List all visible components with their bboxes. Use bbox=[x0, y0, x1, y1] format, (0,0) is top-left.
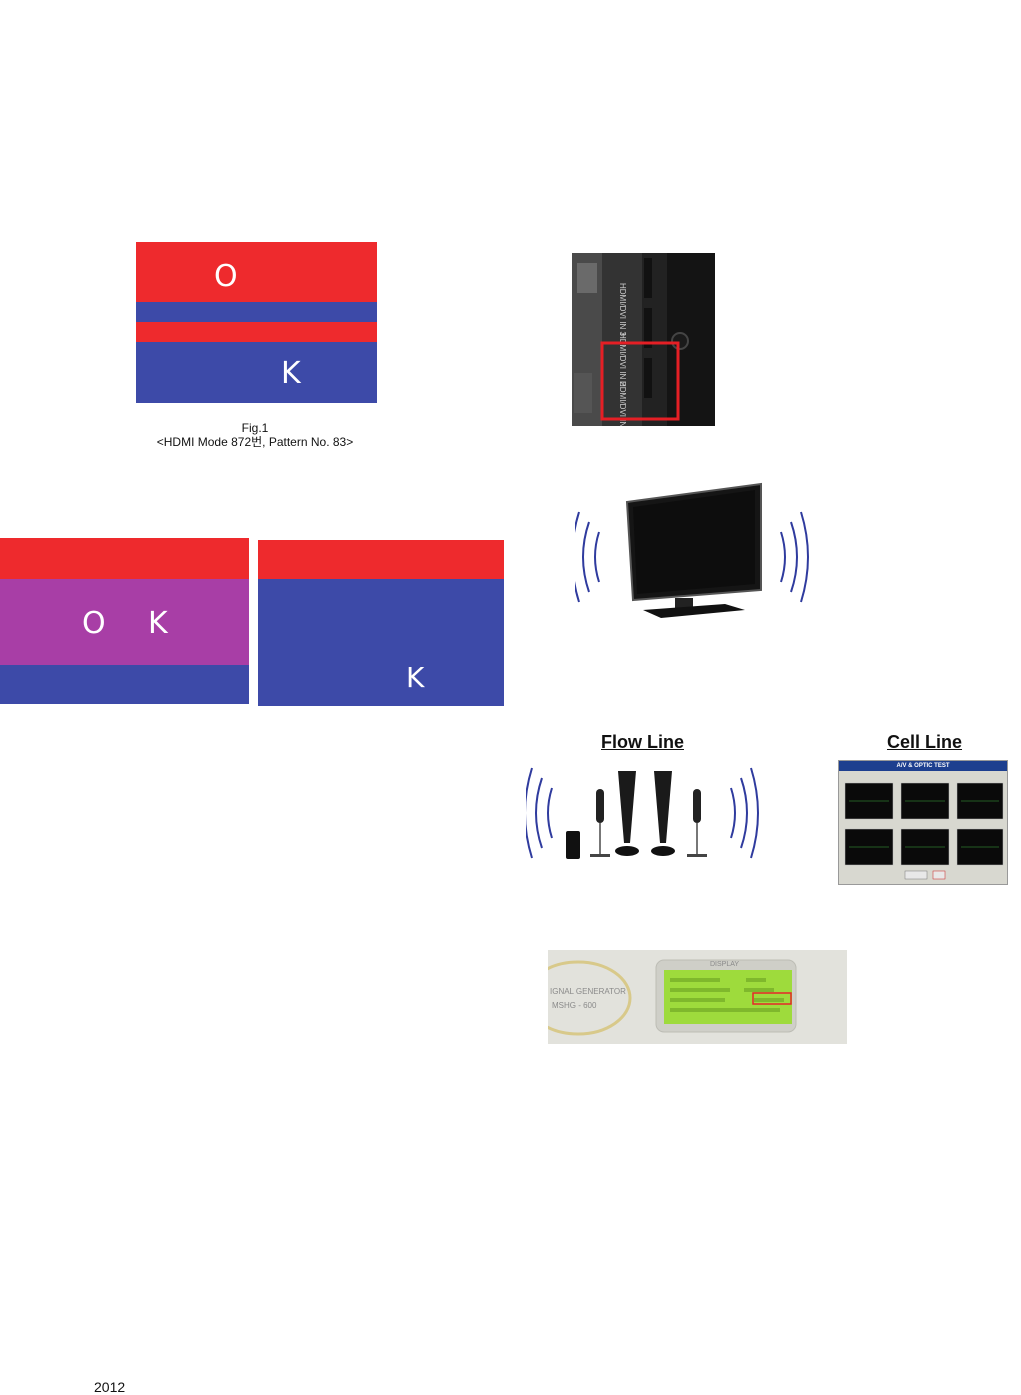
red-band-top bbox=[136, 242, 377, 302]
red-band bbox=[0, 538, 249, 579]
display-label: DISPLAY bbox=[710, 961, 739, 968]
svg-text:HDMI/DVI IN 3: HDMI/DVI IN 3 bbox=[618, 283, 627, 336]
brand-line-2: MSHG - 600 bbox=[552, 1001, 597, 1010]
red-band-2 bbox=[136, 322, 377, 342]
av-optic-test-screenshot: A/V & OPTIC TEST bbox=[838, 760, 1008, 885]
brand-line-1: IGNAL GENERATOR bbox=[550, 987, 626, 996]
blue-band bbox=[258, 579, 504, 706]
test-window-title: A/V & OPTIC TEST bbox=[839, 761, 1007, 771]
sound-waves-left-icon bbox=[575, 511, 600, 603]
test-graphs-grid bbox=[844, 782, 1004, 880]
caption-line-2: <HDMI Mode 872번, Pattern No. 83> bbox=[156, 435, 354, 449]
letter-k: K bbox=[281, 356, 301, 391]
letter-o: O bbox=[82, 606, 106, 641]
tv-with-sound-image bbox=[575, 482, 809, 618]
letter-o: O bbox=[214, 259, 238, 294]
cell-line-label: Cell Line bbox=[887, 732, 963, 752]
blue-band bbox=[0, 665, 249, 704]
sound-waves-right-icon bbox=[780, 511, 809, 603]
purple-band bbox=[0, 579, 249, 665]
ng-pattern-missing: K bbox=[258, 540, 504, 706]
speakers-icon bbox=[566, 771, 707, 859]
red-band bbox=[258, 540, 504, 579]
signal-generator-photo: IGNAL GENERATOR MSHG - 600 DISPLAY bbox=[548, 950, 847, 1044]
blue-band-bottom bbox=[136, 342, 377, 403]
figure-caption: Fig.1 <HDMI Mode 872번, Pattern No. 83> bbox=[120, 421, 390, 449]
hdmi-port-photo: HDMI/DVI IN 3 HDMI/DVI IN 2 HDMI/DVI IN … bbox=[572, 253, 715, 426]
svg-text:HDMI/DVI IN 1(ARC): HDMI/DVI IN 1(ARC) bbox=[618, 381, 627, 426]
sound-waves-left-icon bbox=[526, 767, 553, 859]
footer-year: 2012 bbox=[94, 1379, 126, 1395]
flow-line-label: Flow Line bbox=[601, 732, 684, 752]
letter-k: K bbox=[406, 661, 425, 694]
caption-line-1: Fig.1 bbox=[241, 421, 269, 435]
hdmi-port-illustration: HDMI/DVI IN 3 HDMI/DVI IN 2 HDMI/DVI IN … bbox=[572, 253, 715, 426]
ok-pattern-figure: O K bbox=[136, 242, 377, 403]
letter-k: K bbox=[148, 606, 168, 641]
blue-band-1 bbox=[136, 302, 377, 322]
tv-icon bbox=[625, 482, 762, 618]
sound-waves-right-icon bbox=[730, 767, 759, 859]
speaker-system-image bbox=[526, 767, 759, 859]
ng-pattern-mixed: O K bbox=[0, 538, 249, 704]
svg-text:HDMI/DVI IN 2: HDMI/DVI IN 2 bbox=[618, 333, 627, 386]
signal-generator-illustration: IGNAL GENERATOR MSHG - 600 DISPLAY bbox=[548, 950, 847, 1044]
